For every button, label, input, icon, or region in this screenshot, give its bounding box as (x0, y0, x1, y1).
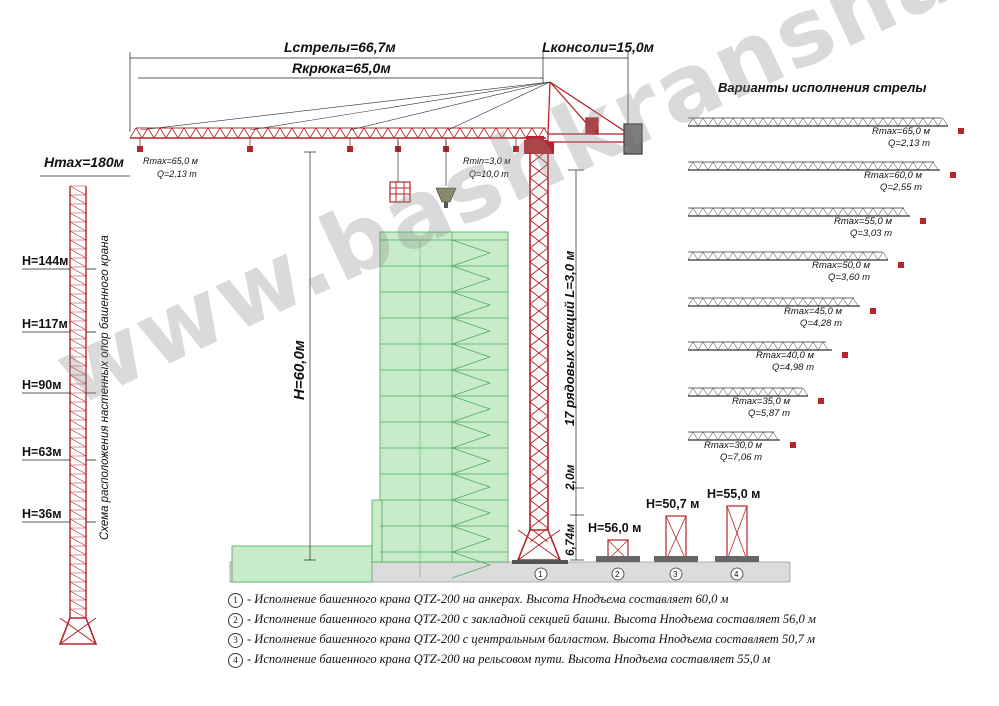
legend-row: 2 - Исполнение башенного крана QTZ-200 с … (228, 612, 816, 628)
q-min-label: Q=10,0 т (469, 169, 509, 179)
height-label: H=63м (22, 445, 61, 459)
variant-hook-marker (920, 218, 926, 224)
legend-number: 3 (228, 632, 243, 648)
base-variants: 1 2 H=56,0 м 3 H=50,7 м 4 H=55,0 м (534, 487, 760, 581)
rmin-label: Rmin=3,0 м (463, 156, 510, 166)
variant-q: Q=4,98 т (772, 362, 814, 373)
legend-number: 2 (228, 612, 243, 628)
jib-variants: Rmax=65,0 мQ=2,13 т Rmax=60,0 мQ=2,55 т Rm… (687, 117, 964, 463)
base-number: 4 (734, 570, 739, 579)
variant-rmax: Rmax=60,0 м (864, 170, 922, 181)
variant-rmax: Rmax=40,0 м (756, 350, 814, 361)
left-tower-caption: Схема расположения настенных опор башенн… (99, 235, 111, 540)
dimension-lines (129, 52, 629, 561)
variant-q: Q=2,55 т (880, 182, 922, 193)
legend-text: - Исполнение башенного крана QTZ-200 на … (247, 652, 771, 666)
variant-hook-marker (818, 398, 824, 404)
hook-marker-red (137, 146, 143, 152)
base-number-circle (669, 567, 683, 581)
base-number: 2 (615, 570, 620, 579)
legend-row: 3 - Исполнение башенного крана QTZ-200 с … (228, 632, 815, 648)
ground-left-block (231, 545, 373, 583)
rmax-tip-label: Rmax=65,0 м (143, 156, 198, 166)
hook-reach-label: Rкрюка=65,0м (292, 60, 391, 76)
variants-title: Варианты исполнения стрелы (718, 80, 926, 95)
variant-hook-marker (790, 442, 796, 448)
variant-q: Q=3,03 т (850, 228, 892, 239)
base-height-label: H=56,0 м (588, 521, 641, 535)
base-number-circle (611, 567, 625, 581)
jib-length-label: Lстрелы=66,7м (284, 39, 396, 55)
counter-jib-length-label: Lконсоли=15,0м (542, 39, 655, 55)
legend-text: - Исполнение башенного крана QTZ-200 с ц… (247, 632, 815, 646)
base-number-circle (534, 567, 548, 581)
variant-rmax: Rmax=30,0 м (704, 440, 762, 451)
building (371, 231, 509, 579)
height-label: H=144м (22, 254, 68, 268)
variant-hook-marker (950, 172, 956, 178)
base-height-label: H=50,7 м (646, 497, 699, 511)
variant-rmax: Rmax=35,0 м (732, 396, 790, 407)
variant-hook-marker (870, 308, 876, 314)
dim-674-label: 6,74м (563, 524, 577, 556)
base-number: 3 (673, 570, 678, 579)
variant-q: Q=4,28 т (800, 318, 842, 329)
hmax-label: Hmax=180м (44, 154, 125, 170)
q-tip-label: Q=2,13 т (157, 169, 197, 179)
hook-marker-red (247, 146, 253, 152)
legend-number: 4 (228, 652, 243, 668)
cab (526, 136, 544, 152)
legend-text: - Исполнение башенного крана QTZ-200 с з… (247, 612, 816, 626)
jib-ties (139, 81, 551, 131)
legend-row: 4 - Исполнение башенного крана QTZ-200 на… (228, 652, 770, 668)
base-number-circle (730, 567, 744, 581)
variant-hook-marker (958, 128, 964, 134)
variant-rmax: Rmax=65,0 м (872, 126, 930, 137)
height-main-label: H=60,0м (291, 340, 308, 400)
height-label: H=90м (22, 378, 61, 392)
variant-q: Q=2,13 т (888, 138, 930, 149)
counter-jib (547, 81, 643, 155)
height-label: H=117м (22, 317, 68, 331)
variant-rmax: Rmax=50,0 м (812, 260, 870, 271)
variant-rmax: Rmax=45,0 м (784, 306, 842, 317)
legend-number: 1 (228, 592, 243, 608)
dim-2m-label: 2,0м (563, 464, 577, 491)
sections-label: 17 рядовых секций L=3,0 м (562, 250, 577, 426)
variant-q: Q=5,87 т (748, 408, 790, 419)
base-number: 1 (538, 570, 543, 579)
legend-text: - Исполнение башенного крана QTZ-200 на … (247, 592, 729, 606)
hook-load-bucket (435, 140, 457, 208)
variant-q: Q=3,60 т (828, 272, 870, 283)
height-label: H=36м (22, 507, 61, 521)
variant-hook-marker (898, 262, 904, 268)
hook-marker-red (347, 146, 353, 152)
hook-marker-red (513, 146, 519, 152)
crane-tower (512, 140, 568, 564)
crane-jib (129, 127, 551, 152)
variant-rmax: Rmax=55,0 м (834, 216, 892, 227)
legend-row: 1 - Исполнение башенного крана QTZ-200 на… (228, 592, 729, 608)
variant-hook-marker (842, 352, 848, 358)
hook-load-cage (389, 140, 411, 203)
base-height-label: H=55,0 м (707, 487, 760, 501)
variant-q: Q=7,06 т (720, 452, 762, 463)
